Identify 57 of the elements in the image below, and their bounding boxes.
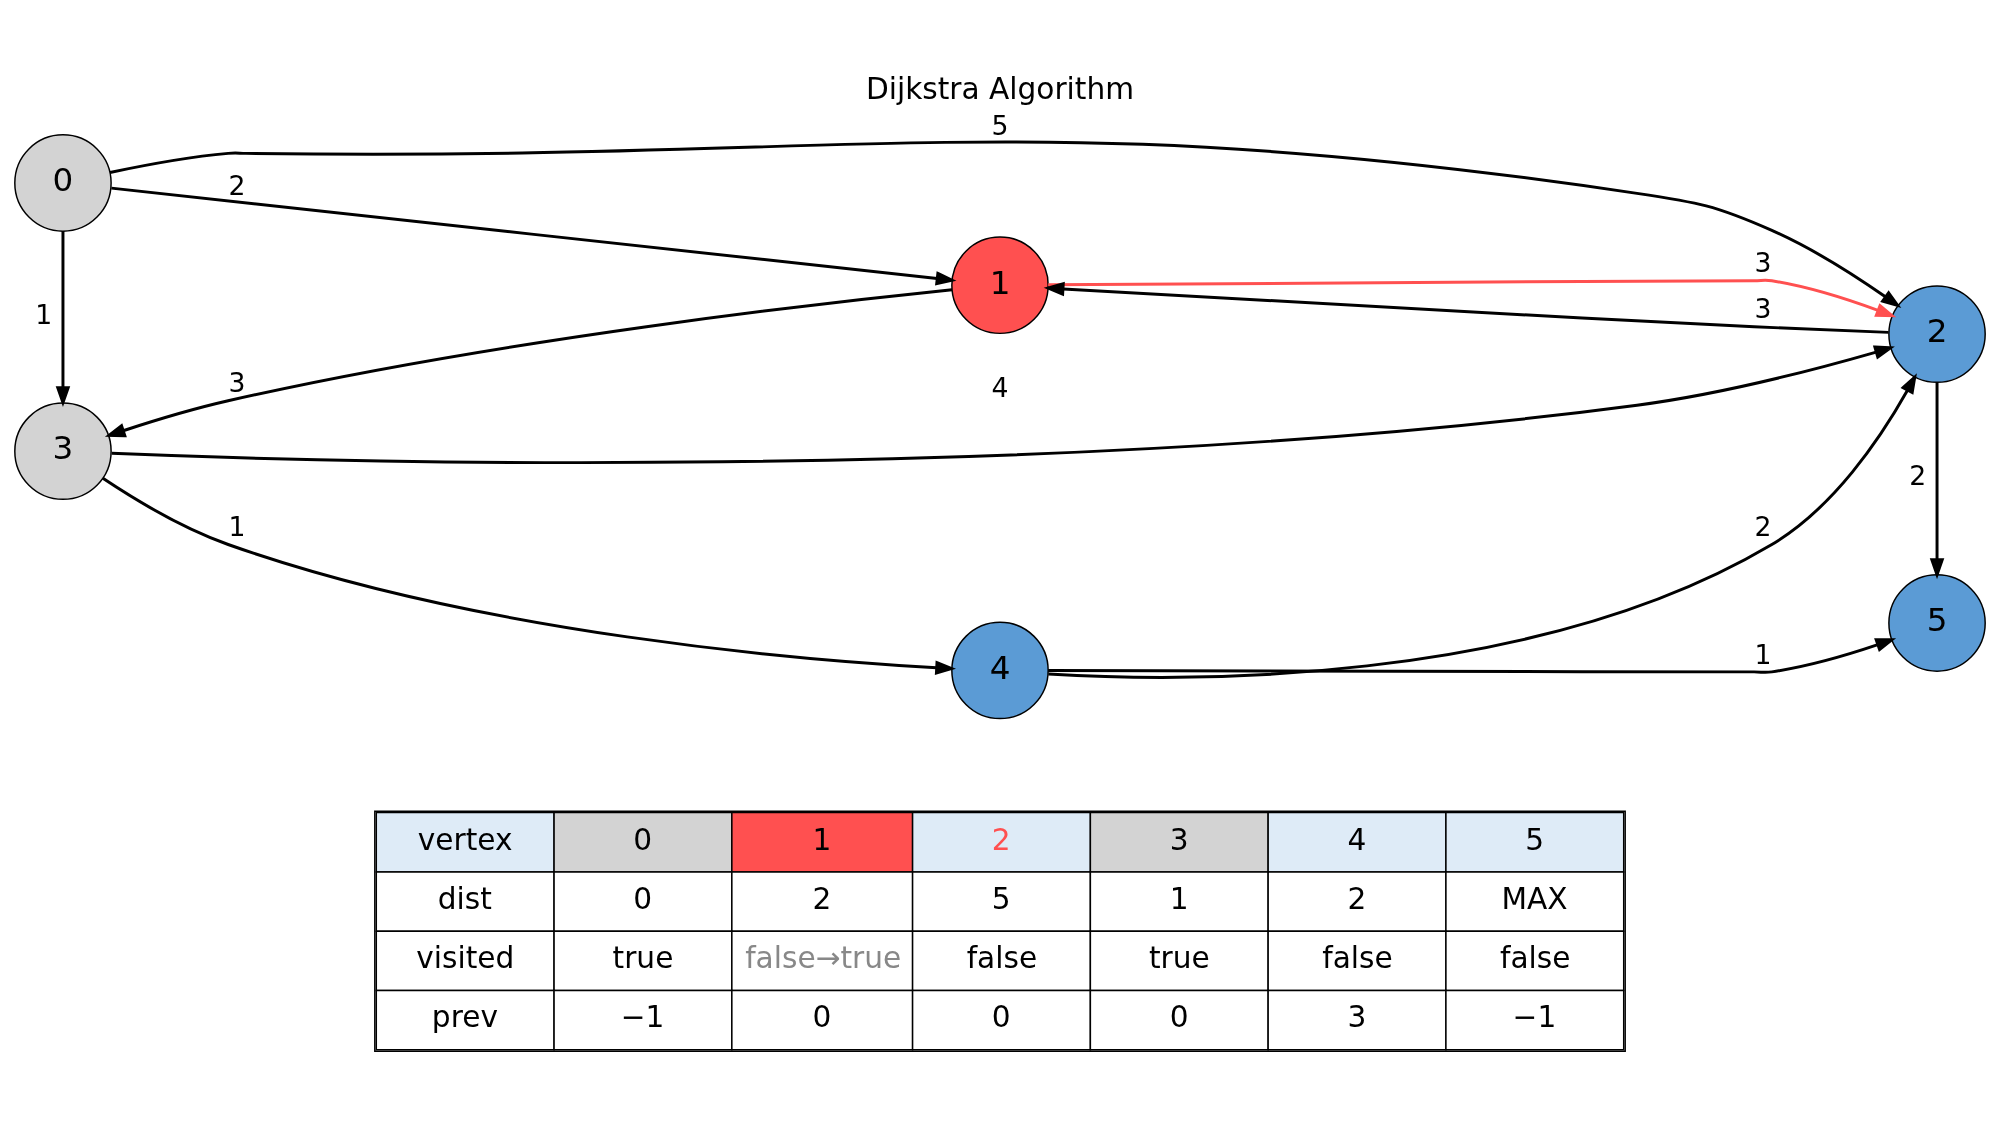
node-circle: 4: [951, 621, 1049, 719]
arrow: [1048, 637, 1897, 674]
label: 1: [1169, 881, 1189, 916]
node-circle: 0: [14, 133, 112, 232]
edge-label: 1: [228, 510, 246, 542]
diagram-title: Dijkstra Algorithm: [865, 71, 1135, 106]
label: 3: [1169, 822, 1189, 857]
label: 2: [1347, 881, 1367, 916]
label: 0: [812, 999, 832, 1034]
label: true: [612, 940, 674, 975]
label: false: [1500, 940, 1571, 975]
node-circle: 3: [14, 401, 112, 500]
label: false: [1322, 940, 1393, 975]
arrow: [102, 476, 956, 675]
label: −1: [1512, 999, 1557, 1034]
label: prev: [431, 999, 498, 1034]
edge-label: 3: [1754, 292, 1772, 324]
label: false→true: [745, 940, 902, 975]
edge-label: 2: [228, 169, 246, 201]
label: false: [966, 940, 1038, 975]
node-circle: 1: [951, 235, 1049, 334]
label: 5: [1525, 822, 1545, 857]
arrow: [109, 140, 1902, 308]
edge-label: 5: [991, 109, 1009, 141]
arrow: [1048, 372, 1917, 679]
label: 0: [633, 881, 653, 916]
arrow: [111, 344, 1895, 464]
label: dist: [437, 881, 492, 916]
label: 0: [633, 822, 653, 857]
label: visited: [416, 940, 515, 975]
arrow: [104, 287, 953, 437]
label: 1: [812, 822, 832, 857]
node-circle: 2: [1888, 284, 1986, 383]
arrow: [55, 230, 71, 407]
label: 4: [1347, 822, 1367, 857]
edge-label: 4: [991, 371, 1009, 403]
edge-label: 3: [1754, 246, 1772, 278]
label: 3: [1347, 999, 1367, 1034]
edge-label: 2: [1754, 510, 1772, 542]
label: true: [1148, 940, 1210, 975]
edge-label: 1: [35, 298, 53, 330]
node-circle: 5: [1888, 573, 1986, 672]
label: 2: [812, 881, 832, 916]
arrow: [1929, 382, 1945, 579]
label: 5: [991, 881, 1011, 916]
arrow: [1043, 281, 1889, 334]
edge-label: 2: [1909, 459, 1927, 491]
label: vertex: [417, 822, 513, 857]
label: −1: [620, 999, 665, 1034]
edge-label: 1: [1754, 638, 1772, 670]
arrow: [111, 186, 957, 286]
edge-label: 3: [228, 366, 246, 398]
label: MAX: [1501, 881, 1568, 916]
label: 0: [991, 999, 1011, 1034]
label: 2: [991, 822, 1011, 857]
label: 0: [1169, 999, 1189, 1034]
arrow: [1048, 278, 1897, 317]
